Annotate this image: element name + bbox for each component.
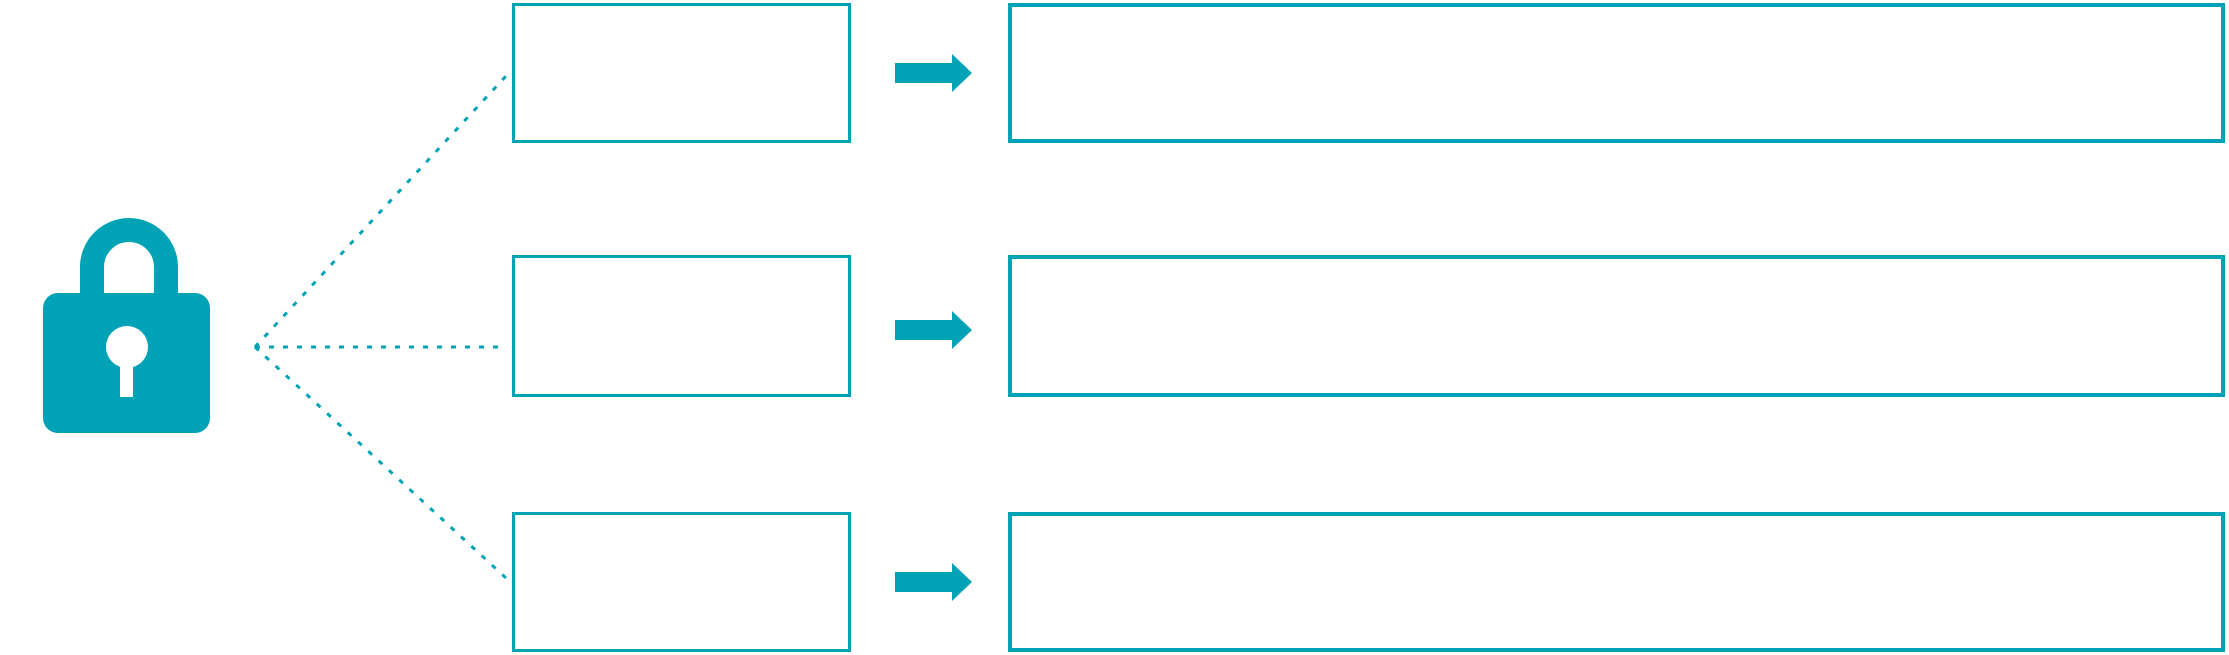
arrow-right-icon	[895, 54, 972, 92]
label-box-3	[512, 512, 851, 652]
description-box-2	[1008, 255, 2225, 397]
description-box-3	[1008, 512, 2225, 652]
arrow-right-icon	[895, 563, 972, 601]
padlock-icon	[43, 218, 210, 433]
arrow-right-icon	[895, 311, 972, 349]
label-box-2	[512, 255, 851, 397]
label-box-1	[512, 3, 851, 143]
connector-line-bottom	[253, 345, 508, 580]
keyhole-icon	[106, 326, 148, 368]
description-box-1	[1008, 3, 2225, 143]
connector-line-top	[253, 74, 508, 349]
